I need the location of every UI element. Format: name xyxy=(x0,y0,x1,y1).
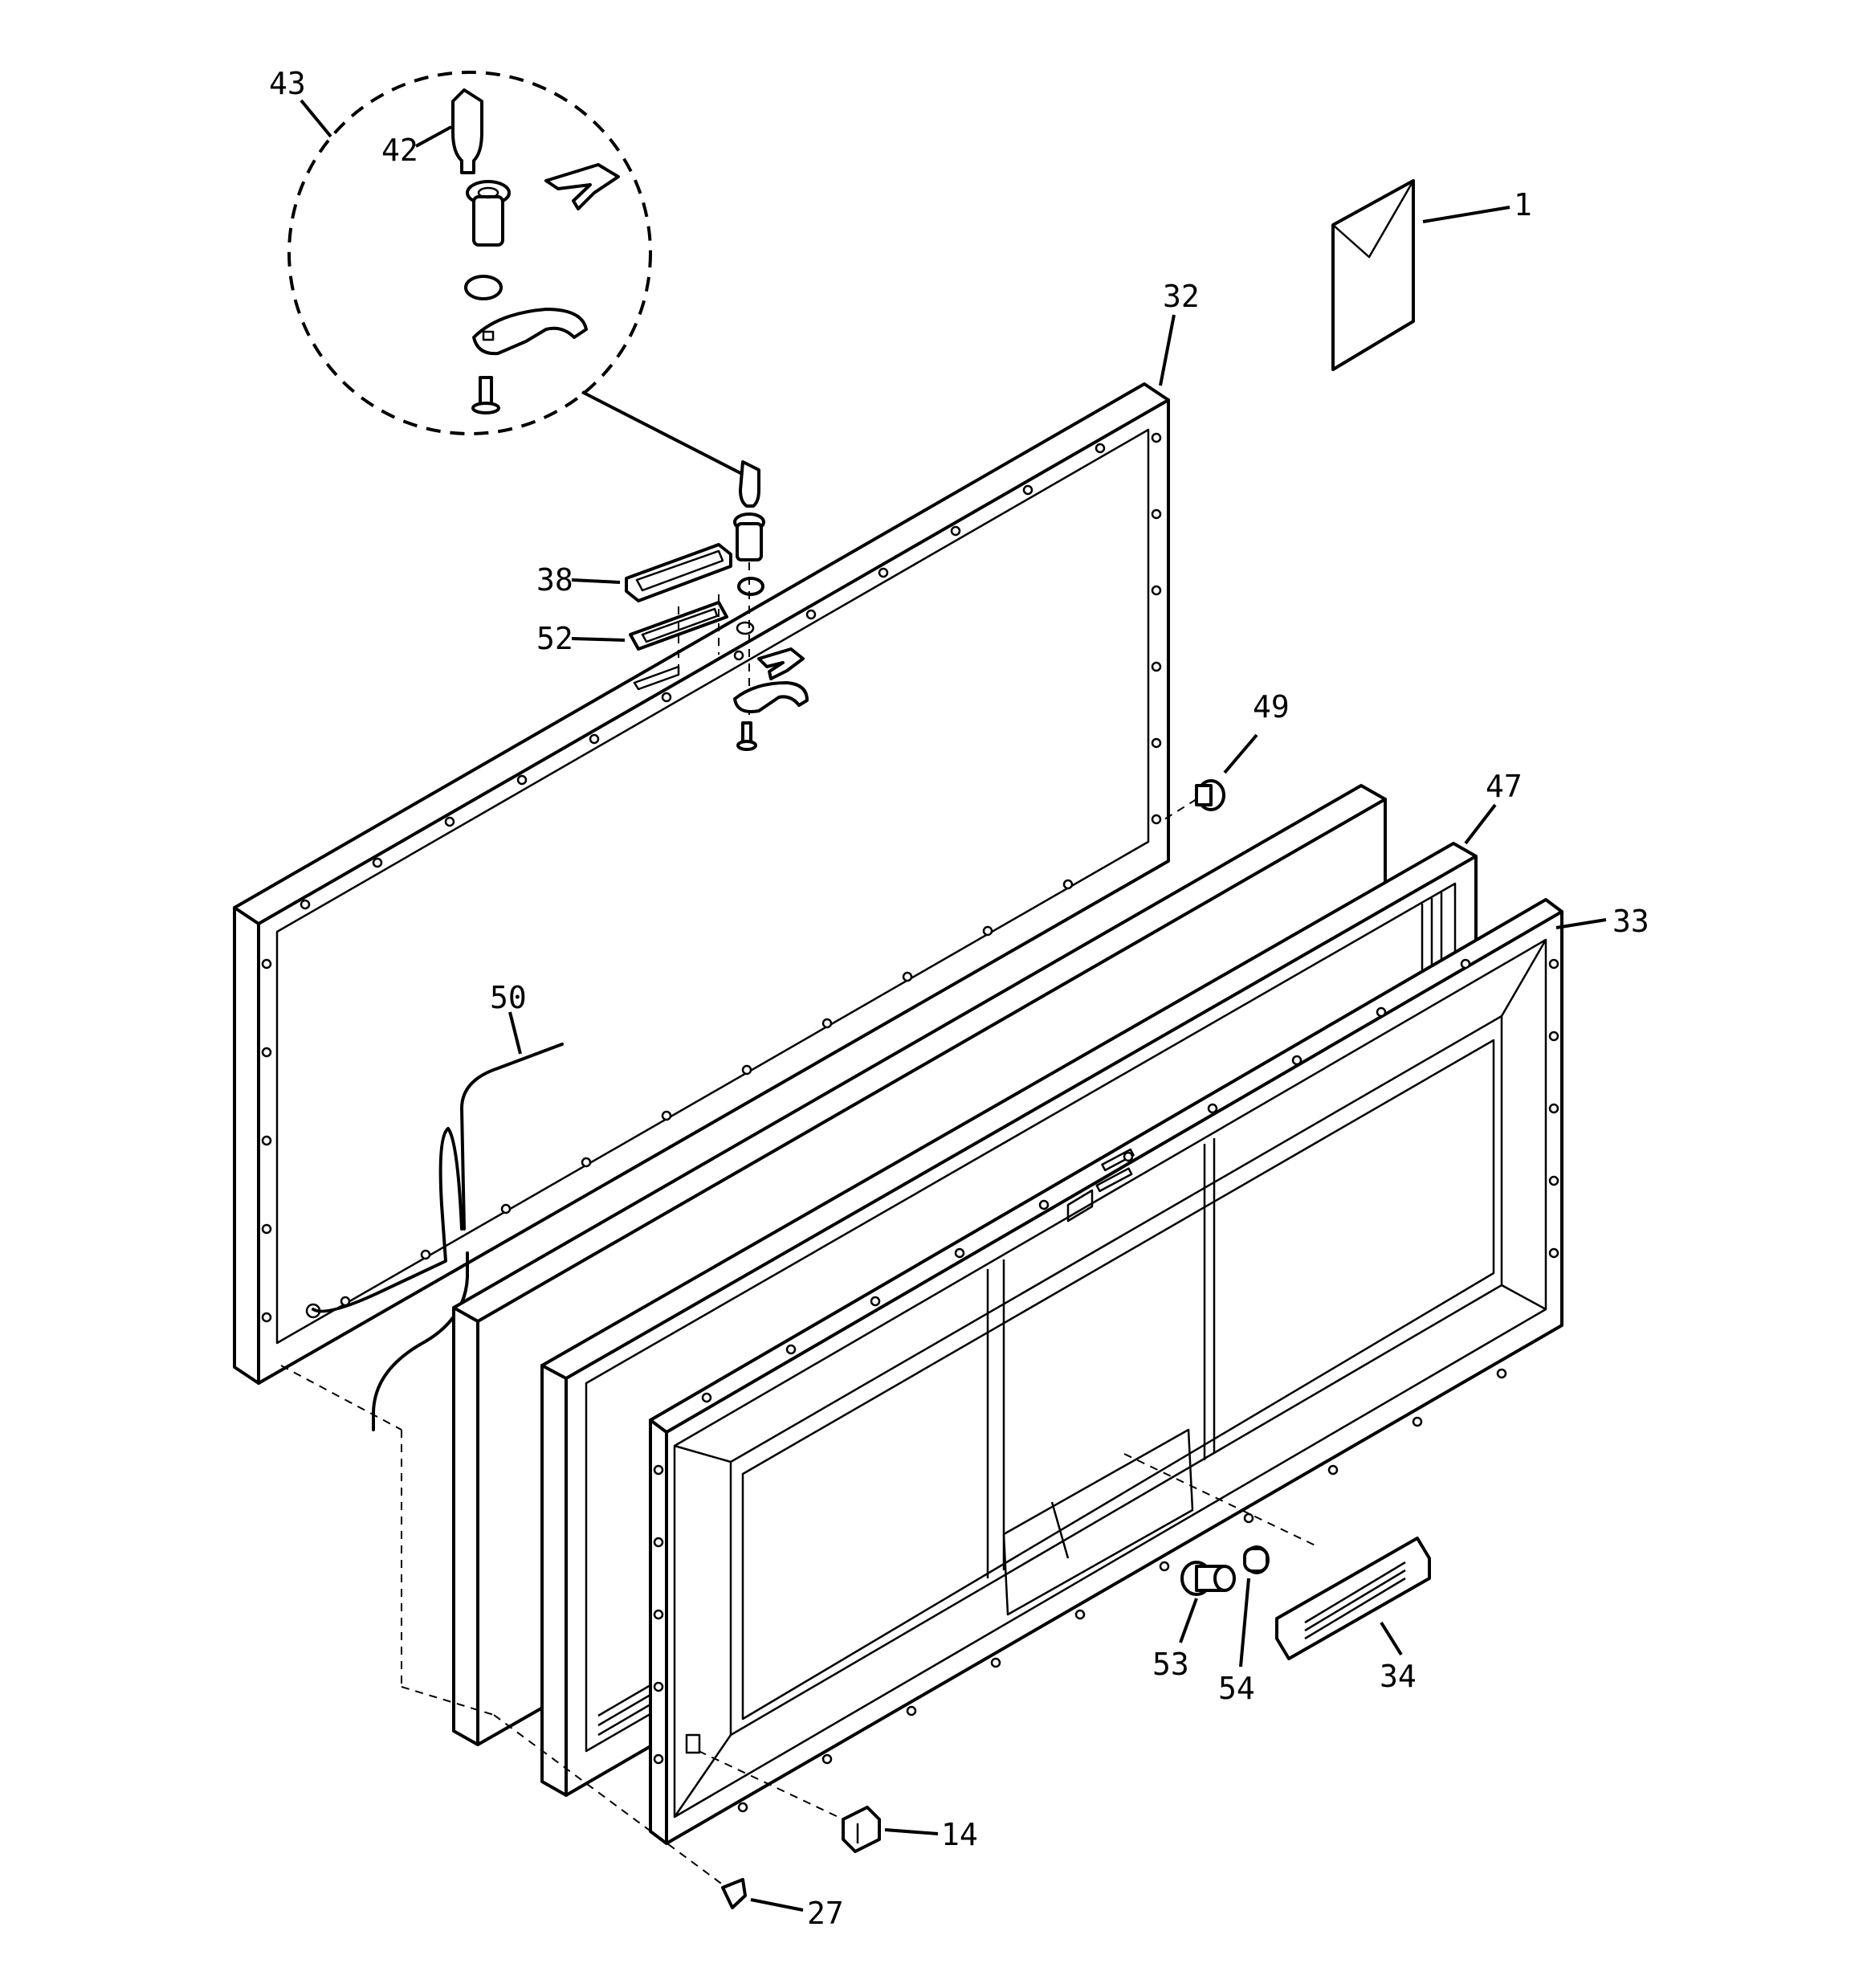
part-34-light-cover xyxy=(1275,1537,1431,1660)
part-43-lock-kit-inset xyxy=(287,71,746,477)
callout-54: 54 xyxy=(1218,1671,1255,1706)
part-14-switch xyxy=(698,1750,939,1853)
part-32-liner-panel xyxy=(233,314,1176,1385)
light-cover-vents xyxy=(1304,1561,1406,1640)
callout-50: 50 xyxy=(490,980,527,1015)
callout-32: 32 xyxy=(1163,279,1200,314)
callout-33: 33 xyxy=(1612,904,1649,939)
part-52-handle-gasket xyxy=(571,594,728,691)
callout-47: 47 xyxy=(1486,769,1523,804)
callout-labels: 1 14 27 32 33 34 38 42 43 47 49 50 52 53… xyxy=(269,66,1649,1931)
part-50-heater-wire xyxy=(305,1011,564,1431)
callout-49: 49 xyxy=(1253,689,1290,725)
part-38-handle xyxy=(571,543,732,602)
part-54-light-bulb xyxy=(1123,1453,1318,1668)
door-screw-holes xyxy=(653,958,1559,1813)
callout-43: 43 xyxy=(269,66,306,101)
callout-38: 38 xyxy=(536,562,573,598)
callout-42: 42 xyxy=(381,133,418,168)
callout-27: 27 xyxy=(807,1896,844,1931)
lock-assembly xyxy=(733,460,809,751)
callout-53: 53 xyxy=(1152,1647,1189,1682)
callout-1: 1 xyxy=(1514,187,1532,222)
part-1-manual-envelope xyxy=(1331,179,1510,371)
part-49-bumper xyxy=(1164,733,1258,820)
callout-34: 34 xyxy=(1380,1659,1417,1694)
callout-52: 52 xyxy=(536,621,573,656)
part-27-plug xyxy=(493,1714,804,1912)
part-53-light-socket xyxy=(1179,1561,1236,1643)
callout-14: 14 xyxy=(941,1817,978,1852)
assembly-line-3 xyxy=(401,1686,495,1716)
